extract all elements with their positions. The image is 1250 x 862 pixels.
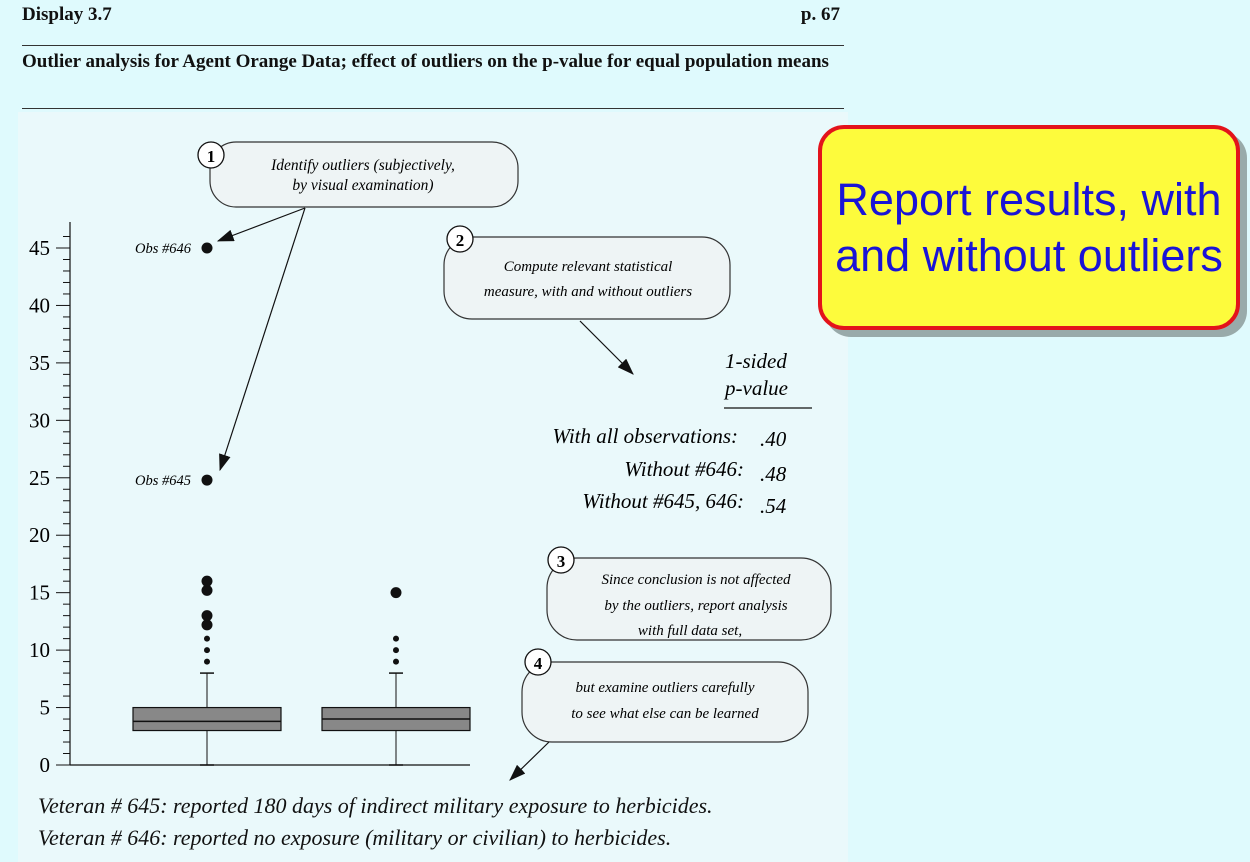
step-4-number: 4 <box>534 654 543 673</box>
outlier-label: Obs #645 <box>135 473 191 489</box>
page-number: p. 67 <box>800 4 840 25</box>
arrow-to-obs-646 <box>216 207 306 242</box>
pvalue-label-1: With all observations: <box>553 424 739 448</box>
pvalue-heading-1: 1-sided <box>725 349 787 373</box>
step-2-line-1: Compute relevant statistical <box>504 259 673 275</box>
step-3-line-3: with full data set, <box>638 623 742 639</box>
outlier-point <box>201 610 213 622</box>
step-3-line-2: by the outliers, report analysis <box>604 598 787 614</box>
outlier-label: Obs #646 <box>135 241 192 257</box>
outlier-point <box>201 584 213 596</box>
arrow-to-pvalues <box>579 320 634 375</box>
step-3-bubble: 3 Since conclusion is not affected by th… <box>546 546 832 641</box>
outlier-point <box>204 635 210 642</box>
outlier-point <box>393 635 399 642</box>
y-tick-label: 30 <box>29 408 50 432</box>
subtitle-rule <box>22 108 844 109</box>
step-4-line-2: to see what else can be learned <box>571 706 759 722</box>
y-tick-label: 45 <box>29 236 50 260</box>
pvalue-value-3: .54 <box>760 494 787 518</box>
outlier-point <box>204 658 210 665</box>
step-1-bubble: 1 Identify outliers (subjectively, by vi… <box>197 141 519 208</box>
y-tick-label: 40 <box>29 293 50 317</box>
step-2-number: 2 <box>456 231 465 250</box>
pvalue-heading-2: p-value <box>723 376 788 400</box>
step-4-bubble: 4 but examine outliers carefully to see … <box>521 648 809 743</box>
outlier-point <box>201 474 213 486</box>
y-tick-label: 0 <box>40 753 51 777</box>
step-1-line-2: by visual examination) <box>292 177 433 194</box>
y-tick-label: 35 <box>29 351 50 375</box>
step-1-number: 1 <box>207 147 216 166</box>
y-tick-label: 25 <box>29 466 50 490</box>
y-tick-label: 15 <box>29 581 50 605</box>
outlier-point <box>393 658 399 665</box>
y-tick-label: 5 <box>40 696 51 720</box>
top-rule <box>22 45 844 46</box>
pvalue-label-2: Without #646: <box>624 457 744 481</box>
callout-box: Report results, with and without outlier… <box>818 125 1240 330</box>
pvalue-value-1: .40 <box>760 427 787 451</box>
callout-text: Report results, with and without outlier… <box>835 173 1223 281</box>
outlier-point <box>204 647 210 654</box>
outlier-point <box>201 575 213 587</box>
step-1-line-1: Identify outliers (subjectively, <box>270 157 455 174</box>
y-tick-label: 20 <box>29 523 50 547</box>
pvalue-table: 1-sided p-value With all observations: .… <box>553 349 812 518</box>
step-2-bubble: 2 Compute relevant statistical measure, … <box>443 225 731 320</box>
box-iqr <box>132 706 282 732</box>
arrow-to-obs-645 <box>219 207 306 472</box>
footnote-646: Veteran # 646: reported no exposure (mil… <box>38 825 672 850</box>
outlier-point <box>201 242 213 254</box>
step-4-line-1: but examine outliers carefully <box>576 680 755 696</box>
figure-subtitle: Outlier analysis for Agent Orange Data; … <box>22 51 829 72</box>
display-label: Display 3.7 <box>22 4 112 25</box>
outlier-point <box>393 647 399 654</box>
y-tick-label: 10 <box>29 638 50 662</box>
footnote-645: Veteran # 645: reported 180 days of indi… <box>38 793 713 818</box>
outlier-point <box>390 587 402 599</box>
step-3-number: 3 <box>557 552 566 571</box>
step-3-line-1: Since conclusion is not affected <box>601 572 791 588</box>
step-2-line-2: measure, with and without outliers <box>484 284 692 300</box>
arrow-to-footnotes <box>509 741 550 781</box>
pvalue-label-3: Without #645, 646: <box>582 489 744 513</box>
outlier-point <box>201 619 213 631</box>
pvalue-value-2: .48 <box>760 462 787 486</box>
